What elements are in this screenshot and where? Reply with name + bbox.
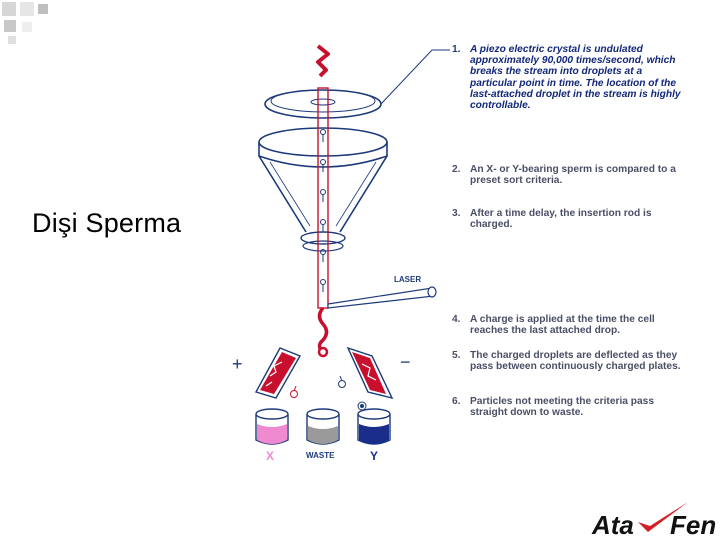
step-number: 5. <box>452 350 461 361</box>
slide-title: Dişi Sperma <box>32 208 182 238</box>
tube-y <box>357 408 391 445</box>
funnel <box>258 155 388 233</box>
step1-callout-line <box>380 49 450 105</box>
step-text: An X- or Y-bearing sperm is compared to … <box>470 164 676 187</box>
droplet-stream <box>317 306 329 354</box>
step-text: A charge is applied at the time the cell… <box>470 314 655 337</box>
corner-decoration <box>2 2 48 44</box>
last-droplet <box>317 346 329 358</box>
step-number: 3. <box>452 208 461 219</box>
logo-ata: Ata <box>591 510 634 540</box>
sample-inlet-icon <box>316 44 330 78</box>
step-number: 4. <box>452 314 461 325</box>
step-2: 2. An X- or Y-bearing sperm is compared … <box>452 164 682 186</box>
plus-sign: + <box>232 354 243 374</box>
step-5: 5. The charged droplets are deflected as… <box>452 350 682 372</box>
atafen-logo: Ata Fen <box>591 502 716 540</box>
left-charged-plate <box>254 347 302 399</box>
step-text: After a time delay, the insertion rod is… <box>470 208 652 231</box>
step-number: 2. <box>452 164 461 175</box>
tube-x <box>255 408 289 445</box>
logo-fen: Fen <box>670 510 716 540</box>
tube-waste-label: WASTE <box>306 451 335 460</box>
step-text: Particles not meeting the criteria pass … <box>470 396 655 419</box>
tube-x-label: X <box>266 449 274 463</box>
right-charged-plate <box>346 346 394 400</box>
minus-sign: − <box>400 352 411 372</box>
laser-label: LASER <box>394 275 421 284</box>
tube-waste <box>306 408 340 445</box>
sperm-sorting-diagram: LASER + − X WASTE Y <box>232 44 450 463</box>
step-1: 1. A piezo electric crystal is undulated… <box>452 44 682 111</box>
step-4: 4. A charge is applied at the time the c… <box>452 314 682 336</box>
step-number: 6. <box>452 396 461 407</box>
step-text: The charged droplets are deflected as th… <box>470 350 681 373</box>
laser-beam <box>327 287 435 309</box>
step-6: 6. Particles not meeting the criteria pa… <box>452 396 682 418</box>
step-number: 1. <box>452 44 461 55</box>
tube-y-label: Y <box>370 449 378 463</box>
step-text: A piezo electric crystal is undulated ap… <box>470 44 681 112</box>
step-3: 3. After a time delay, the insertion rod… <box>452 208 682 230</box>
